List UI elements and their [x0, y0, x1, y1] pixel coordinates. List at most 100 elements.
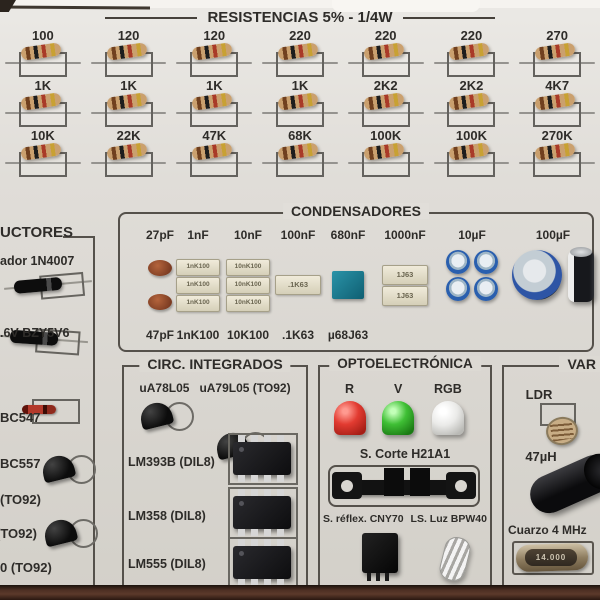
resistor-row-2: 1K 1K 1K 1K 2K2 2K2 4K7 — [0, 78, 600, 127]
resistor-cell: 1K — [0, 79, 86, 127]
light-sensor-bpw40 — [437, 534, 473, 584]
inductor-label: 47µH — [525, 449, 557, 464]
cap-value-label: µ68J63 — [327, 328, 369, 342]
resistor — [343, 92, 429, 127]
film-capacitor: 1nK100 — [176, 276, 220, 294]
reflex-sensor-label: S. réflex. CNY70 — [323, 513, 404, 525]
resistor-value-label: 1K — [205, 78, 223, 93]
led-label-r: R — [345, 382, 355, 396]
resistor — [171, 142, 257, 177]
resistor-value-label: 68K — [288, 128, 312, 143]
resistor-value-label: 1K — [120, 78, 137, 93]
cap-value-label: 27pF — [145, 228, 174, 242]
ceramic-capacitor — [148, 294, 172, 310]
resistor-cell: 10K — [0, 129, 86, 177]
cap-value-label: 680nF — [330, 228, 366, 242]
resistor-value-label: 220 — [289, 28, 311, 43]
regulator-label: uA78L05 — [139, 381, 190, 395]
ics-title: CIRC. INTEGRADOS — [139, 356, 291, 372]
film-capacitor-stack: 1J63 1J63 — [382, 264, 428, 306]
capacitors-title: CONDENSADORES — [283, 203, 429, 219]
film-capacitor-teal — [332, 271, 364, 299]
resistor — [0, 92, 86, 127]
resistors-title: RESISTENCIAS 5% - 1/4W — [207, 9, 393, 26]
ceramic-capacitor — [148, 260, 172, 276]
resistor-cell: 270K — [514, 128, 600, 177]
varios-title: VAR — [559, 356, 600, 372]
cap-value-label: 47pF — [145, 328, 174, 342]
title-rule-right — [402, 16, 495, 19]
capacitor-column-1000nf: 1000nF 1J63 1J63 — [374, 228, 436, 342]
transistor-label: BC557 — [0, 456, 41, 471]
semiconductors-section: UCTORES ador 1N4007 .6V BZY5V6 BC547 BC5… — [0, 220, 98, 600]
zener-diode — [14, 398, 84, 424]
ics-section: CIRC. INTEGRADOS uA78L05 uA79L05 (TO92) … — [122, 356, 308, 589]
ic-label: LM393B (DIL8) — [128, 455, 215, 469]
slot-interrupter-h21a1 — [328, 465, 480, 507]
resistor-value-label: 47K — [202, 128, 227, 143]
resistor — [0, 142, 86, 177]
cap-value-label: 100µF — [535, 228, 571, 242]
cap-value-label: 10K100 — [226, 328, 270, 342]
film-capacitor: 1nK100 — [176, 258, 220, 276]
resistor-cell: 4K7 — [514, 78, 600, 127]
crystal-marking: 14.000 — [525, 549, 577, 566]
resistor-value-label: 2K2 — [459, 78, 484, 93]
resistor-value-label: 100 — [32, 28, 54, 43]
board-top-edge — [0, 0, 600, 8]
resistor-value-label: 270K — [541, 128, 573, 143]
resistor-row-1: 100 120 120 220 220 220 270 — [0, 28, 600, 77]
section-border — [63, 236, 95, 238]
diode-1n4007 — [3, 268, 93, 302]
slot-sensor-label: S. Corte H21A1 — [359, 447, 451, 461]
resistor — [429, 42, 515, 77]
cap-value-label: 10µF — [458, 228, 486, 242]
electrolytic-capacitor — [474, 250, 498, 274]
resistor-cell: 1K — [171, 78, 257, 127]
ic-label: LM358 (DIL8) — [128, 509, 206, 523]
resistor — [343, 42, 429, 77]
cap-value-label: .1K63 — [281, 328, 315, 342]
resistor-cell: 1K — [86, 78, 172, 127]
electrolytic-capacitor — [474, 277, 498, 301]
resistor — [86, 42, 172, 77]
resistor-value-label: 2K2 — [373, 78, 398, 93]
resistor-cell: 22K — [86, 128, 172, 177]
led-rgb — [432, 401, 464, 435]
resistor-cell: 220 — [257, 28, 343, 77]
resistor-value-label: 22K — [116, 128, 141, 143]
resistor-value-label: 120 — [203, 28, 226, 43]
transistor-label: (TO92) — [0, 492, 41, 507]
semiconductors-title: UCTORES — [0, 224, 74, 241]
dip8-ic-lm358 — [228, 487, 298, 539]
capacitor-column-10uf: 10µF — [440, 228, 504, 342]
crystal-label: Cuarzo 4 MHz — [508, 523, 587, 537]
to92-regulator — [137, 399, 194, 431]
resistor — [171, 92, 257, 127]
resistor-value-label: 270 — [546, 28, 568, 43]
diode-label: ador 1N4007 — [0, 254, 75, 268]
film-capacitor: 1nK100 — [176, 294, 220, 312]
crystal-4mhz: 14.000 — [512, 541, 594, 575]
capacitor-column-10nf: 10nF 10nK100 10nK100 10nK100 10K100 — [222, 228, 274, 342]
resistor — [171, 42, 257, 77]
resistor-cell: 100K — [429, 129, 515, 177]
resistor-value-label: 220 — [374, 28, 397, 43]
led-label-rgb: RGB — [434, 382, 462, 396]
resistor-cell: 2K2 — [429, 78, 515, 127]
resistor — [257, 92, 343, 127]
section-border — [93, 236, 95, 585]
to92-transistor — [39, 452, 96, 484]
resistor — [514, 42, 600, 77]
resistor — [343, 142, 429, 177]
electrolytic-capacitor-group — [446, 250, 498, 301]
resistor — [0, 42, 86, 77]
resistor — [86, 92, 172, 127]
film-capacitor: 10nK100 — [226, 258, 270, 276]
resistor-value-label: 4K7 — [545, 78, 570, 93]
capacitor-column-100uf: 100µF — [512, 228, 594, 342]
resistors-section: RESISTENCIAS 5% - 1/4W 100 120 120 220 2… — [0, 9, 600, 177]
cap-value-label: 100nF — [280, 228, 316, 242]
resistor — [86, 142, 172, 177]
title-rule-left — [105, 16, 198, 19]
